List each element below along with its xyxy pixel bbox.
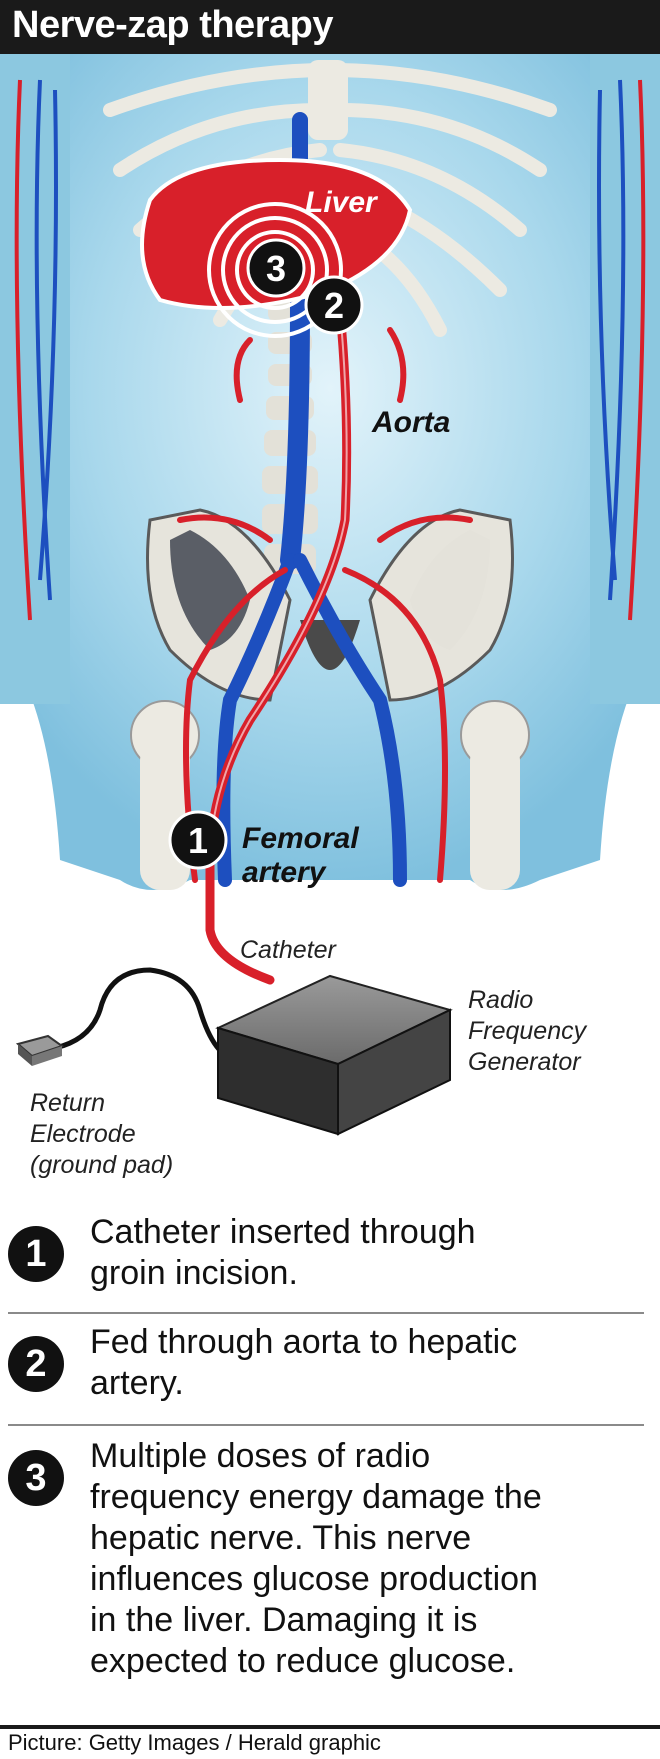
divider <box>8 1424 644 1426</box>
femoral-line-2: artery <box>242 856 326 889</box>
step-1-line-1: Catheter inserted through <box>90 1213 476 1251</box>
return-electrode-label: Return Electrode (ground pad) <box>30 1088 173 1181</box>
rfg-line-3: Generator <box>468 1048 581 1076</box>
marker-2-label: 2 <box>324 285 344 326</box>
step-1-line-2: groin incision. <box>90 1254 298 1292</box>
step-2-number: 2 <box>8 1336 64 1392</box>
liver-label: Liver <box>305 186 377 219</box>
rf-generator-label: Radio Frequency Generator <box>468 985 586 1078</box>
step-2-line-2: artery. <box>90 1364 184 1402</box>
step-3-text: Multiple doses of radio frequency energy… <box>90 1436 650 1682</box>
sternum <box>308 60 348 140</box>
credit-divider <box>0 1725 660 1729</box>
anatomy-illustration: 1 2 3 <box>0 54 660 1136</box>
page-title: Nerve-zap therapy <box>12 4 333 46</box>
image-credit: Picture: Getty Images / Herald graphic <box>8 1730 381 1755</box>
marker-2: 2 <box>304 275 364 335</box>
return-line-1: Return <box>30 1089 106 1117</box>
energy-rings <box>207 202 343 338</box>
catheter-label: Catheter <box>240 936 336 964</box>
marker-3-label: 3 <box>266 248 286 289</box>
aorta-label: Aorta <box>372 406 451 439</box>
step-3-line-1: Multiple doses of radio <box>90 1437 431 1475</box>
step-3-line-6: expected to reduce glucose. <box>90 1642 516 1680</box>
title-bar: Nerve-zap therapy <box>0 0 660 54</box>
step-3-line-4: influences glucose production <box>90 1560 538 1598</box>
step-2-text: Fed through aorta to hepatic artery. <box>90 1322 650 1404</box>
femoral-artery-label: Femoral artery <box>242 822 359 890</box>
rfg-line-2: Frequency <box>468 1017 587 1045</box>
ground-pad-icon <box>15 1034 65 1066</box>
step-1-number: 1 <box>8 1226 64 1282</box>
arm-vessels <box>14 79 646 621</box>
return-line-2: Electrode <box>30 1120 136 1148</box>
step-2-line-1: Fed through aorta to hepatic <box>90 1323 518 1361</box>
step-3-line-3: hepatic nerve. This nerve <box>90 1519 472 1557</box>
step-3-line-2: frequency energy damage the <box>90 1478 542 1516</box>
divider <box>8 1312 644 1314</box>
rf-generator-icon <box>215 974 453 1136</box>
femoral-line-1: Femoral <box>242 822 359 855</box>
rfg-line-1: Radio <box>468 986 534 1014</box>
step-1-text: Catheter inserted through groin incision… <box>90 1212 650 1294</box>
ground-cable <box>54 967 241 1063</box>
step-3-line-5: in the liver. Damaging it is <box>90 1601 478 1639</box>
step-3-number: 3 <box>8 1450 64 1506</box>
artery-branches <box>177 327 473 883</box>
marker-3: 3 <box>246 238 306 298</box>
marker-1: 1 <box>168 810 228 870</box>
marker-1-label: 1 <box>188 820 208 861</box>
return-line-3: (ground pad) <box>30 1151 174 1179</box>
